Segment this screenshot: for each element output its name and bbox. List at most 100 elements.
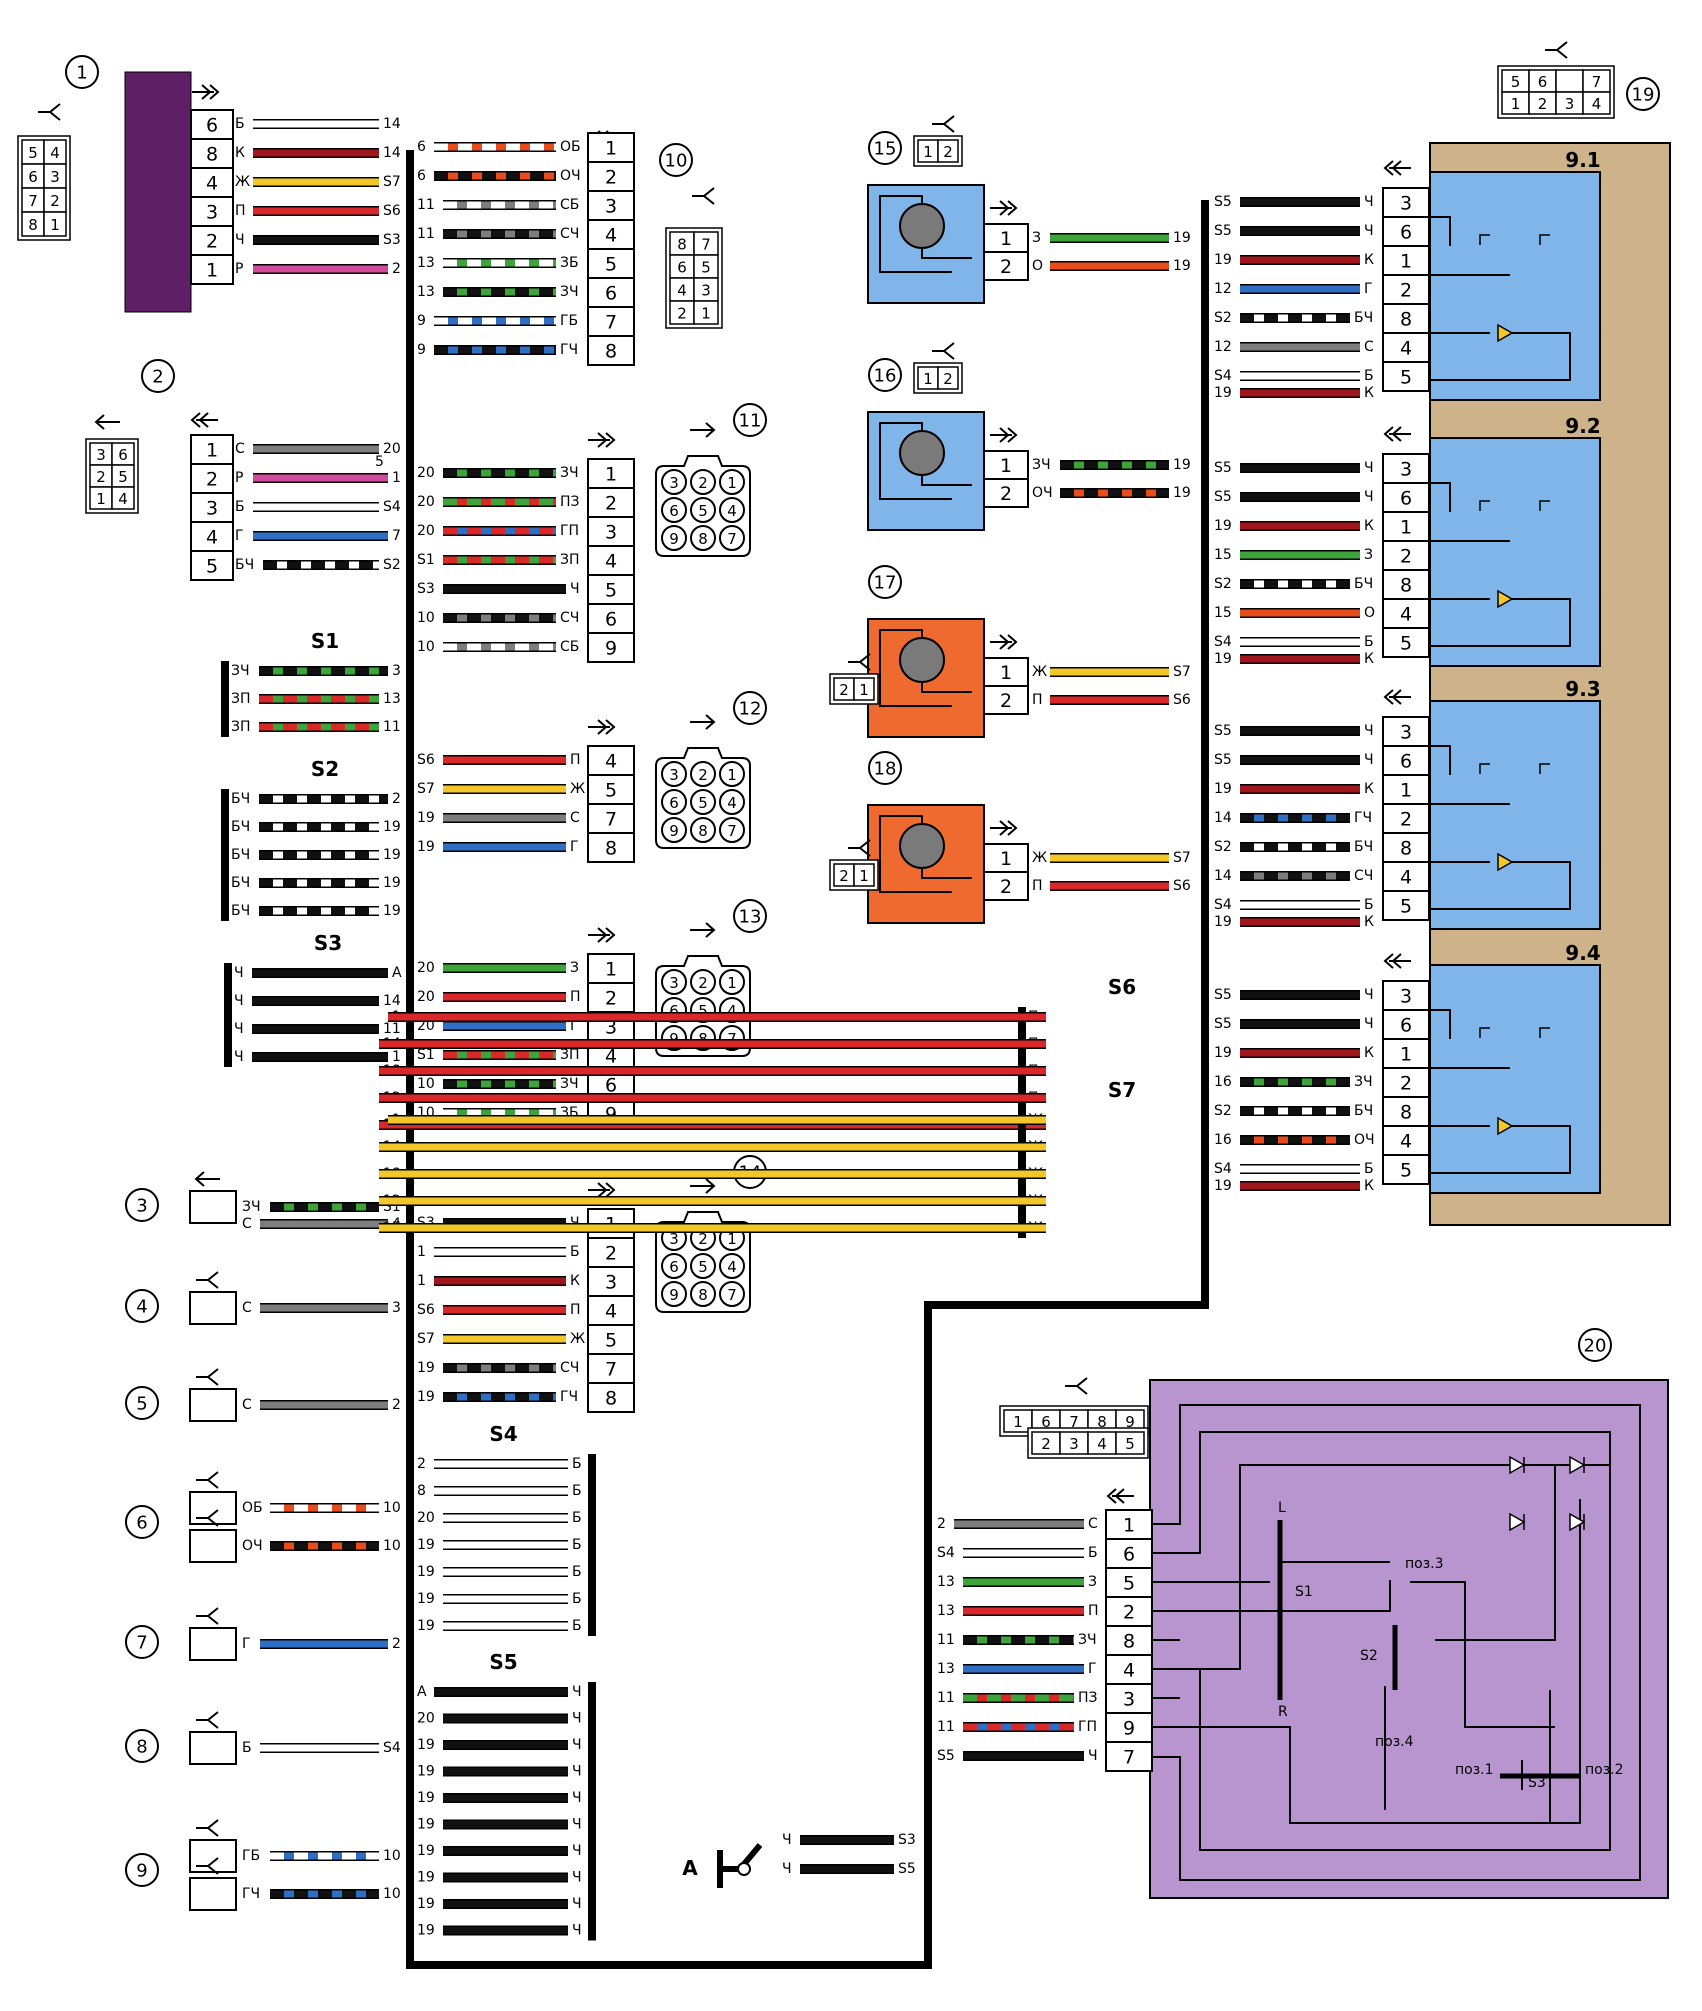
wire-color-code: К	[1364, 518, 1374, 534]
connector-pin-number: 4	[727, 1002, 737, 1020]
wire-color-code: Б	[235, 116, 245, 132]
connector-pin-number: 3	[669, 766, 679, 784]
wire-color-code: БЧ	[1354, 839, 1373, 855]
component-plug	[196, 1509, 219, 1527]
wire-source-label: 19	[417, 1896, 435, 1912]
motor-plug	[990, 427, 1018, 443]
wire-source-label: S2	[1214, 310, 1232, 326]
pin-cell	[587, 219, 635, 250]
connector-pin-number: 3	[1565, 95, 1575, 113]
connector-socket	[690, 525, 716, 551]
switch-contact-icon	[1479, 1027, 1550, 1038]
plug-arrow	[588, 719, 616, 735]
circuit-trace	[1152, 1404, 1641, 1881]
wire-source-label: 16	[1214, 1074, 1232, 1090]
pin-number: 2	[1000, 483, 1012, 505]
wire-dest-label: 10	[383, 1848, 401, 1864]
wire-dest-label: S7	[1173, 850, 1191, 866]
wire-source-label: 12	[1214, 339, 1232, 355]
socket-symbol	[196, 1509, 219, 1527]
wire-color-code: ГБ	[242, 1848, 260, 1864]
wire-color-code: СЧ	[560, 226, 579, 242]
plug-arrow	[192, 84, 220, 100]
led-icon	[1497, 1116, 1514, 1136]
component-body	[189, 1529, 237, 1563]
plug-arrow	[194, 1171, 220, 1187]
harness-trunk	[406, 150, 1209, 1969]
socket-symbol	[196, 1711, 219, 1729]
component-plug	[196, 1271, 219, 1289]
wire-source-label: 19	[417, 1843, 435, 1859]
wire-source-label: 10	[417, 1076, 435, 1092]
connector-socket	[661, 969, 687, 995]
pin-number: 2	[1000, 876, 1012, 898]
switch-9.1: 9.1	[1429, 148, 1601, 401]
pin-cell	[983, 871, 1029, 901]
switch-plug	[1383, 160, 1411, 176]
connector-14-plug	[588, 1182, 616, 1198]
connector-socket	[690, 1253, 716, 1279]
callout-6: 6	[125, 1505, 159, 1539]
connector-socket	[661, 469, 687, 495]
connector-pin-number: 6	[118, 446, 128, 464]
connector-pin-number: 2	[698, 1230, 708, 1248]
callout-9: 9	[125, 1853, 159, 1887]
wire-color-code: Ч	[234, 965, 244, 981]
wire-color-code: Ч	[572, 1923, 582, 1939]
connector-pin-number: 6	[1041, 1413, 1051, 1431]
pin-cell	[587, 132, 635, 163]
pin-number: 2	[1400, 546, 1412, 568]
switch-title: 9.2	[1565, 414, 1600, 438]
motor-symbol	[899, 637, 945, 683]
callout-number: 20	[1584, 1336, 1607, 1357]
connector-cell	[853, 863, 875, 887]
connector-pin-number: 7	[727, 530, 737, 548]
pin-number: 1	[1400, 780, 1412, 802]
connector-pin-number: 5	[698, 502, 708, 520]
callout-number: 17	[874, 573, 897, 594]
switch-bar	[1277, 1520, 1580, 1779]
pin-number: 1	[1000, 662, 1012, 684]
wire-color-code: ОЧ	[242, 1538, 263, 1554]
connector-pin-number: 8	[698, 822, 708, 840]
plug-arrow	[1383, 426, 1411, 442]
pin-cell	[587, 1237, 635, 1268]
component-7	[189, 1627, 237, 1661]
wire-source-label: 20	[417, 465, 435, 481]
pin-number: 3	[605, 522, 617, 544]
connector-cell	[43, 211, 67, 237]
connector-socket	[690, 789, 716, 815]
pin-cell	[1382, 511, 1430, 542]
switch-body	[1429, 437, 1601, 667]
wire-color-code: Ч	[572, 1843, 582, 1859]
callout-number: 15	[874, 139, 897, 160]
wire-color-code: ЗЧ	[1078, 1632, 1097, 1648]
wire-color-code: П	[570, 989, 581, 1005]
block-14-pins: 1234578	[587, 1208, 635, 1413]
component-plug	[196, 1711, 219, 1729]
connector-pin-number: 3	[669, 974, 679, 992]
pin-number: 2	[206, 231, 218, 253]
plug-arrow	[190, 412, 218, 428]
socket-symbol	[932, 115, 955, 133]
wire-source-label: 20	[417, 523, 435, 539]
pin-cell	[1382, 187, 1430, 218]
pin-number: 1	[605, 959, 617, 981]
wire-dest-label: 7	[392, 528, 401, 544]
wire-color-code: ОБ	[560, 139, 581, 155]
pin-number: 6	[605, 283, 617, 305]
connector-2-plug	[190, 412, 218, 428]
switch-label-S2: S2	[1360, 1648, 1378, 1664]
